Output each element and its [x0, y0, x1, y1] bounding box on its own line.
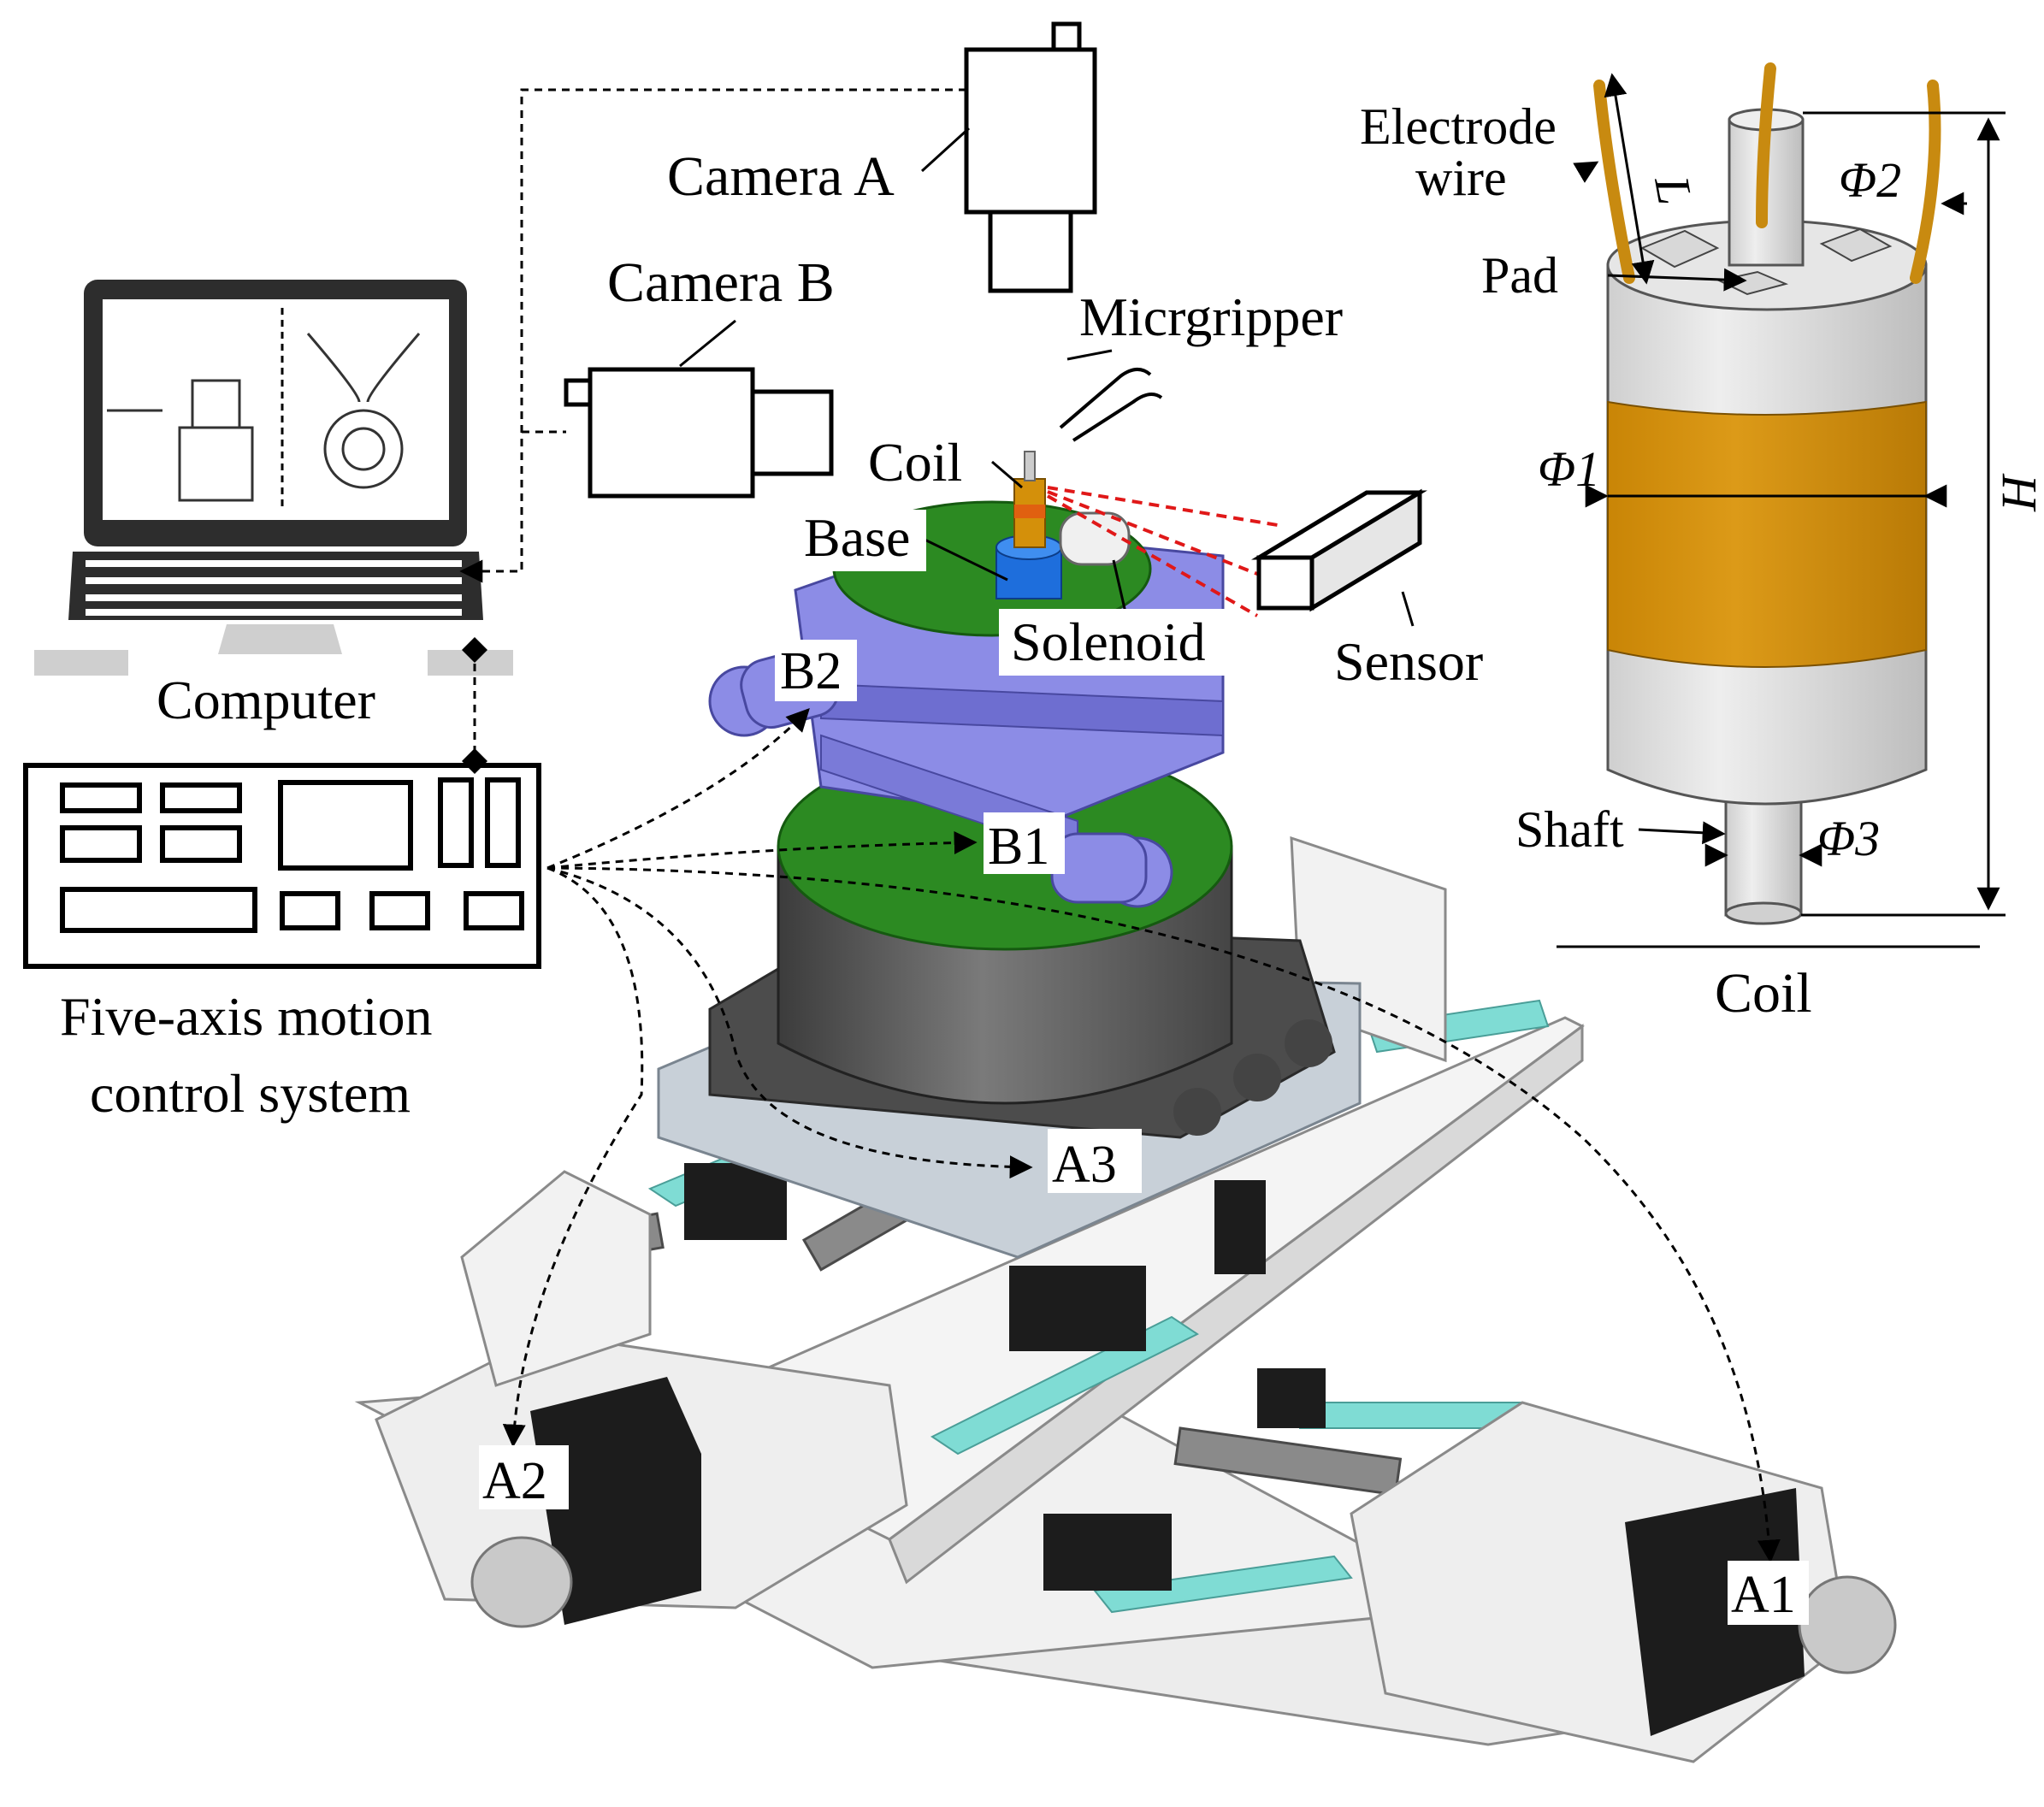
camera-a [964, 21, 1097, 293]
electrode-wire-left [1593, 80, 1635, 284]
label-a1: A1 [1731, 1566, 1796, 1624]
label-solenoid: Solenoid [1011, 611, 1206, 672]
coil-winding-band [1607, 400, 1927, 668]
label-controller-line2: control system [90, 1063, 411, 1124]
motor-a2-assembly [375, 1170, 908, 1628]
wire-length-dimension [1604, 73, 1655, 285]
computer-laptop [34, 280, 513, 676]
label-sensor: Sensor [1334, 631, 1483, 692]
electrode-wire-right [1910, 80, 1941, 284]
label-shaft: Shaft [1515, 801, 1624, 858]
label-phi3: Φ3 [1817, 811, 1880, 866]
knob-a1 [1798, 1575, 1897, 1674]
label-computer: Computer [157, 670, 375, 730]
label-coil: Coil [868, 432, 962, 493]
label-dim-l: L [1644, 171, 1704, 209]
label-a2: A2 [482, 1452, 547, 1510]
laser-beams [1047, 486, 1284, 617]
label-pad: Pad [1481, 247, 1558, 304]
electrode-wire-middle [1756, 62, 1776, 228]
knob-a2 [470, 1536, 573, 1628]
sensor-box [1251, 488, 1427, 612]
label-b1: B1 [988, 818, 1049, 876]
motor-a2-body [530, 1377, 701, 1625]
coil-base-solenoid [995, 451, 1131, 599]
camera-b [564, 367, 834, 499]
label-b2: B2 [780, 642, 842, 700]
label-base: Base [804, 507, 910, 568]
coil-dimension-lines [1557, 73, 2006, 948]
solenoid-part [1059, 511, 1131, 566]
label-controller-line1: Five-axis motion [60, 986, 433, 1047]
label-microgripper: Micrgripper [1079, 286, 1343, 347]
motion-controller [23, 763, 541, 969]
label-camera-a: Camera A [667, 145, 895, 208]
carriage-blocks [684, 1163, 1326, 1591]
label-dim-h: H [1991, 473, 2044, 512]
coil-detail-drawing [1593, 62, 1941, 925]
label-phi2: Φ2 [1839, 152, 1901, 208]
label-coil-caption: Coil [1715, 962, 1812, 1025]
label-a3: A3 [1052, 1136, 1117, 1194]
figure-labels: Camera A Camera B Micrgripper Coil Base … [60, 98, 2044, 1625]
label-camera-b: Camera B [607, 251, 835, 314]
label-electrode-line2: wire [1415, 150, 1507, 206]
microgripper-jaws [1059, 368, 1163, 442]
label-electrode-line1: Electrode [1360, 98, 1557, 155]
label-phi1: Φ1 [1538, 441, 1600, 497]
connection-lines [459, 88, 1781, 1563]
